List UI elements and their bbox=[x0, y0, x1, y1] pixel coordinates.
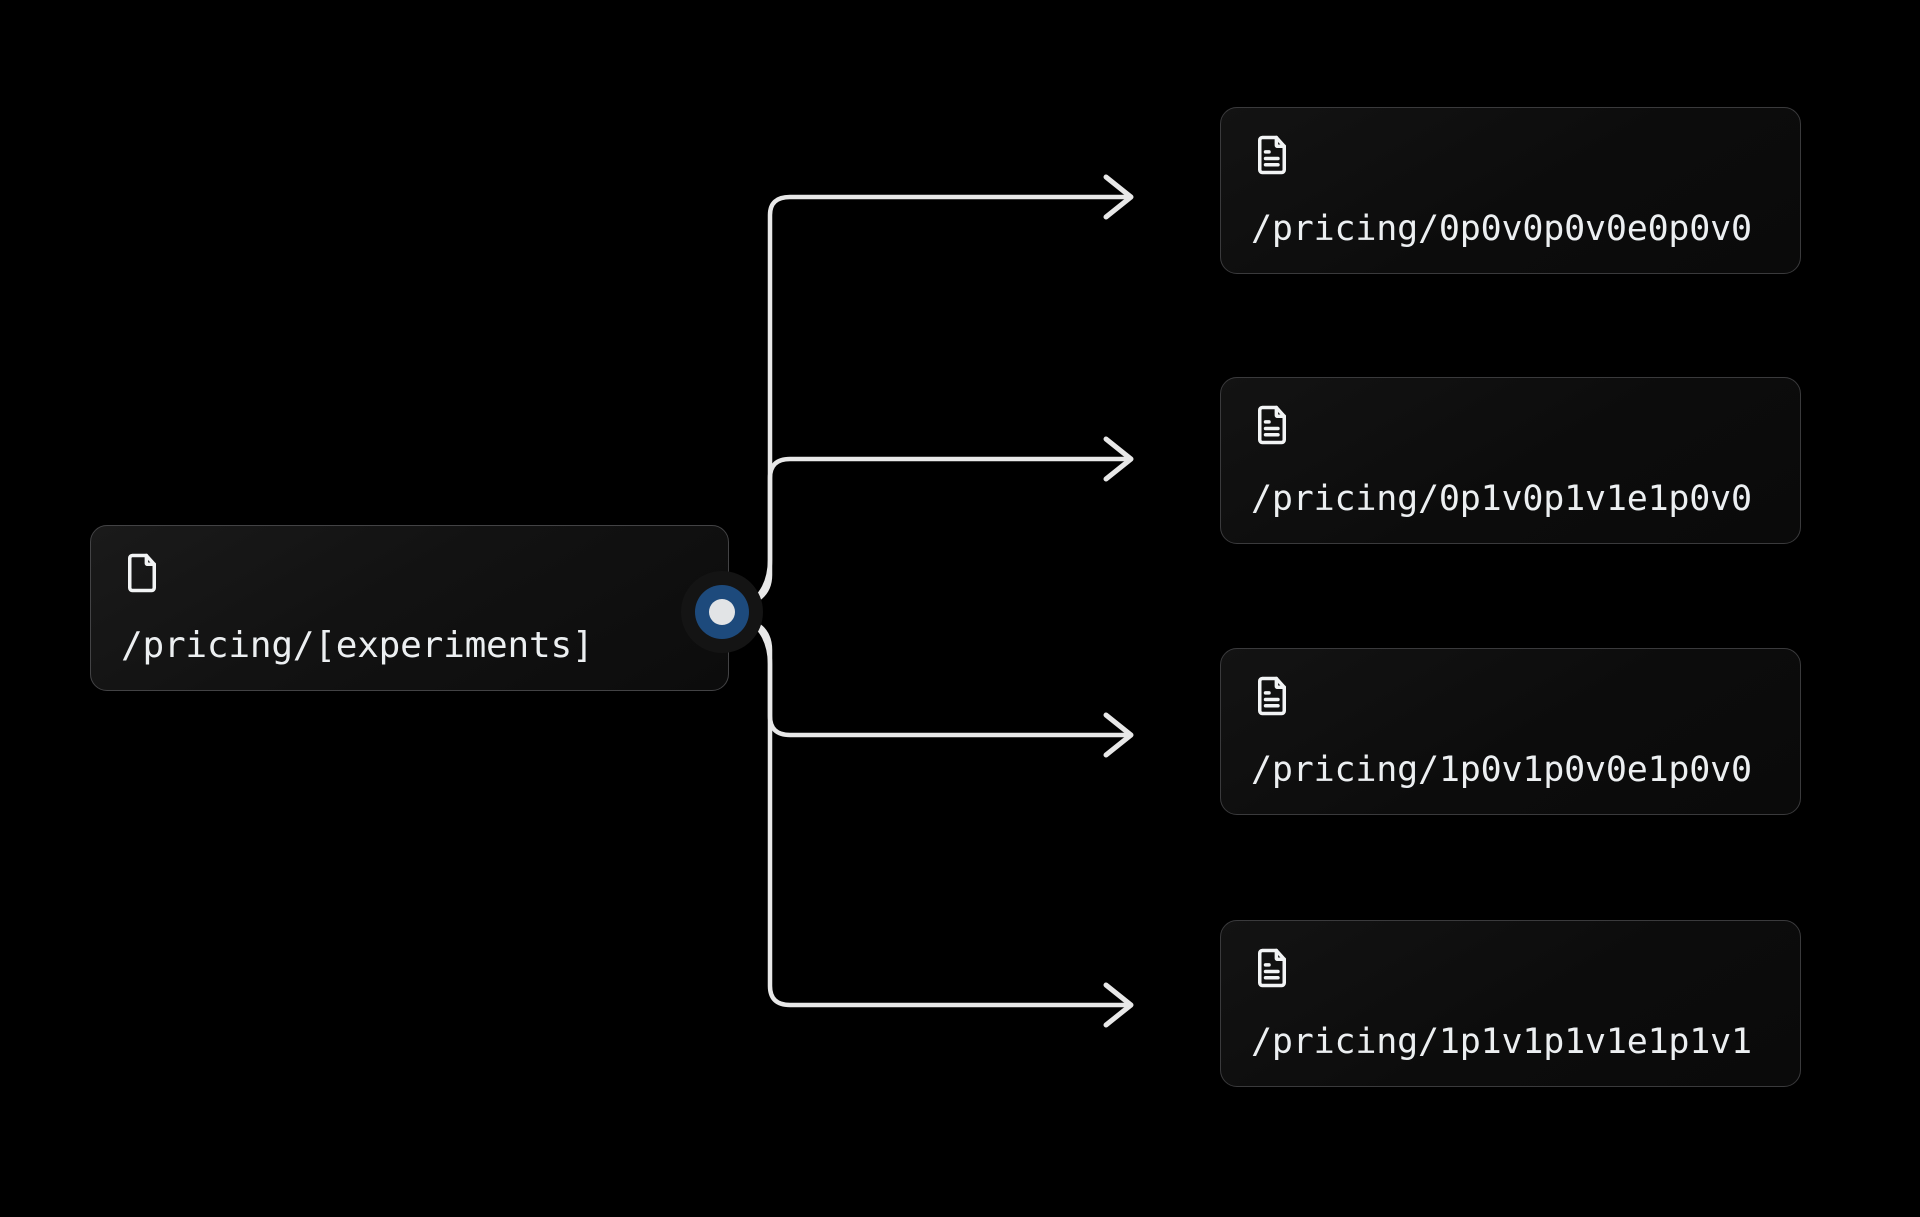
arrowhead-0 bbox=[1103, 174, 1134, 220]
target-node-label: /pricing/1p0v1p0v0e1p0v0 bbox=[1251, 750, 1752, 790]
target-node-label: /pricing/0p1v0p1v1e1p0v0 bbox=[1251, 479, 1752, 519]
source-node[interactable]: /pricing/[experiments] bbox=[90, 525, 729, 691]
arrowhead-1 bbox=[1103, 436, 1134, 482]
edge-to-target-3 bbox=[742, 616, 1128, 1008]
source-handle-dot bbox=[709, 599, 735, 625]
file-text-icon bbox=[1251, 404, 1293, 446]
target-node-3[interactable]: /pricing/1p1v1p1v1e1p1v1 bbox=[1220, 920, 1801, 1087]
file-text-icon bbox=[1251, 675, 1293, 717]
file-icon bbox=[121, 552, 163, 594]
edge-to-target-2 bbox=[742, 616, 1128, 738]
source-node-label: /pricing/[experiments] bbox=[121, 625, 594, 666]
file-text-icon bbox=[1251, 134, 1293, 176]
target-node-label: /pricing/1p1v1p1v1e1p1v1 bbox=[1251, 1022, 1752, 1062]
target-node-1[interactable]: /pricing/0p1v0p1v1e1p0v0 bbox=[1220, 377, 1801, 544]
edge-to-target-1 bbox=[742, 456, 1128, 608]
target-node-0[interactable]: /pricing/0p0v0p0v0e0p0v0 bbox=[1220, 107, 1801, 274]
target-node-label: /pricing/0p0v0p0v0e0p0v0 bbox=[1251, 209, 1752, 249]
arrowhead-3 bbox=[1103, 982, 1134, 1028]
arrowhead-2 bbox=[1103, 712, 1134, 758]
file-text-icon bbox=[1251, 947, 1293, 989]
source-handle[interactable] bbox=[681, 571, 763, 653]
target-node-2[interactable]: /pricing/1p0v1p0v0e1p0v0 bbox=[1220, 648, 1801, 815]
edge-to-target-0 bbox=[742, 194, 1128, 608]
source-handle-ring bbox=[695, 585, 749, 639]
